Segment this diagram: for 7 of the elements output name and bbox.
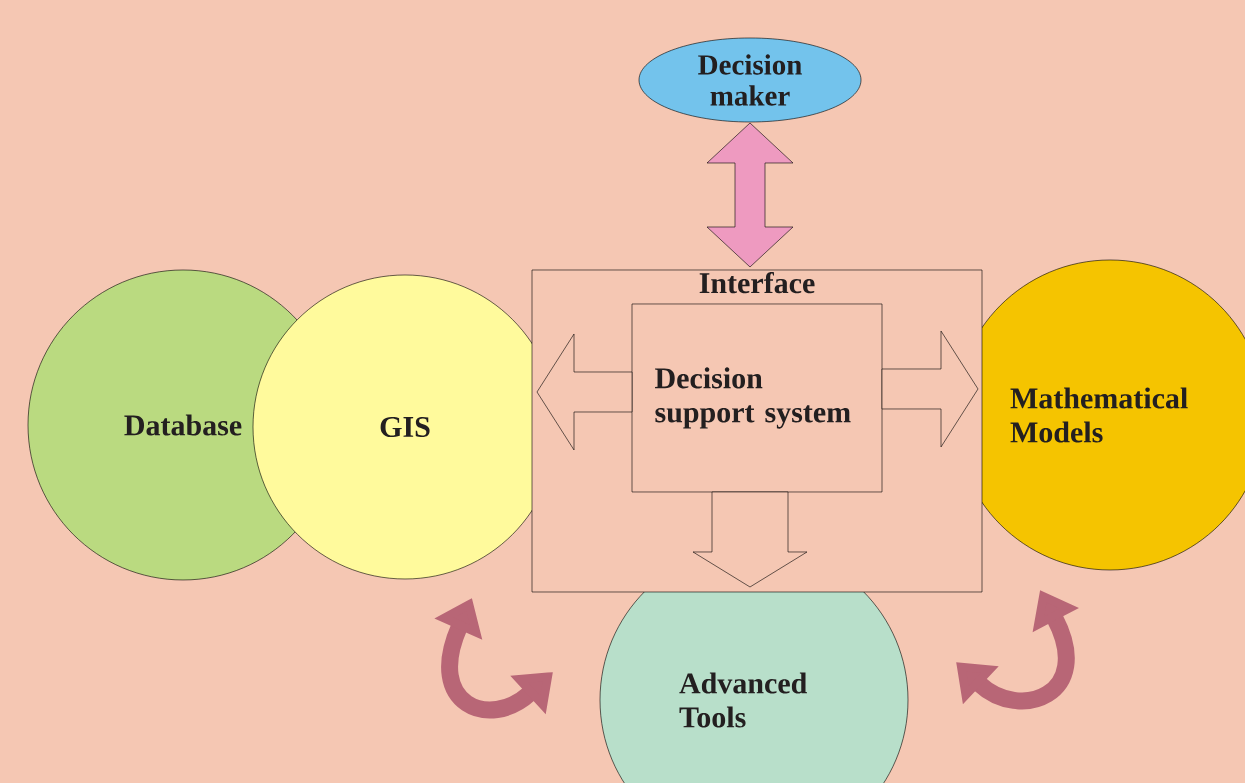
oval-node: Decision maker xyxy=(638,37,862,123)
block-arrow xyxy=(692,491,808,588)
block-arrow xyxy=(536,333,633,451)
double-arrow xyxy=(706,122,794,268)
block-arrow xyxy=(881,330,979,448)
process-box: Decision support system xyxy=(631,303,883,493)
circle-node: GIS xyxy=(252,274,558,580)
